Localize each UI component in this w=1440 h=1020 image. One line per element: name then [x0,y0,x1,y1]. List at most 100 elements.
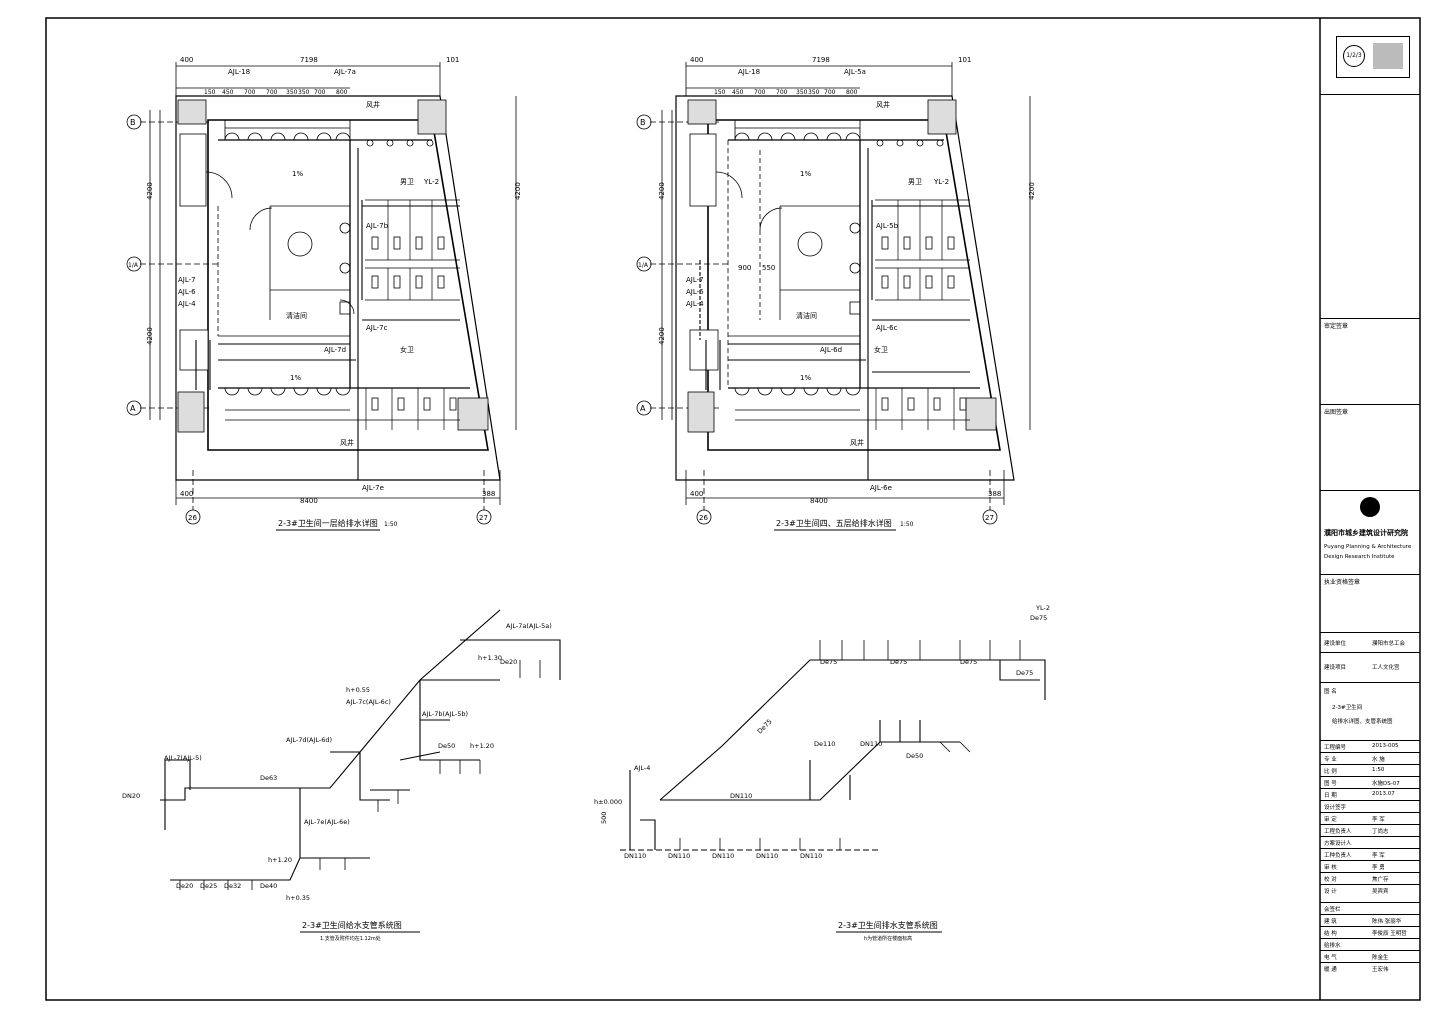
pipe-label: AJL-7a(AJL-5a) [506,622,552,630]
label-shaft-top: 风井 [366,100,380,109]
sub-dim: 700 [824,89,836,96]
pipe-size: De32 [224,882,241,890]
pipe-size: DN20 [122,792,140,800]
sub-dim: 700 [754,89,766,96]
pipe-size: De75 [756,718,774,736]
sub-dim: 350 [298,89,310,96]
info-val: 2013.07 [1372,791,1395,797]
coop-key: 电 气 [1324,955,1337,961]
institute-logo-icon [1360,497,1380,517]
drain-text: YL-2 De75 De75 De75 De75 De75 De75 DN110… [594,604,1050,860]
coop-key: 结 构 [1324,931,1337,937]
sign-row: 审 核李 勇 [1320,860,1420,872]
info-row: 日 期 2013.07 [1320,788,1420,800]
reg-label: 出图签章 [1324,409,1349,416]
sign-key: 审 定 [1324,817,1337,823]
pipe-label: AJL-7 [686,276,704,284]
sign-val: 丁尚志 [1372,829,1389,835]
plan-2-scale: 1:50 [900,521,914,528]
sign-head: 设计签字 [1320,800,1420,812]
pipe-label: AJL-7(AJL-5) [164,754,202,762]
info-key: 工程编号 [1324,745,1347,751]
info-val: 2013-005 [1372,743,1399,749]
pipe-label: AJL-18 [228,68,250,76]
pipe-label: AJL-5b [876,222,899,230]
supply-text: AJL-7(AJL-5) AJL-7a(AJL-5a) AJL-7b(AJL-5… [122,622,552,902]
info-row: 专 业水 施 [1320,752,1420,764]
sheet-border [45,17,1421,1001]
coop-row: 暖 通王宏伟 [1320,962,1420,974]
pipe-label: AJL-7d(AJL-6d) [286,736,332,744]
axis-27: 27 [479,514,488,522]
logo-icon: 1/2/3 [1343,45,1365,67]
sign-key: 方案设计人 [1324,841,1352,847]
pipe-size: DN110 [668,852,690,860]
mark-101: 101 [958,56,971,64]
info-key: 图 号 [1324,781,1337,787]
label-shaft-top: 风井 [876,100,890,109]
sub-dim: 700 [244,89,256,96]
info-key: 专 业 [1324,757,1337,763]
pipe-label: AJL-7c(AJL-6c) [346,698,391,706]
sub-dim: 700 [266,89,278,96]
label-slope: 1% [800,170,811,178]
sub-dim: 450 [222,89,234,96]
pipe-label: YL-2 [933,178,949,186]
pipe-size: De75 [820,658,837,666]
info-row: 工程编号 2013-005 [1320,740,1420,752]
institute-en-1: Puyang Planning & Architecture [1324,544,1412,550]
label-shaft-bottom: 风井 [850,438,864,447]
coop-val: 陈金生 [1372,955,1389,961]
sign-key: 工程负责人 [1324,829,1352,835]
info-val: 水施DS-07 [1372,781,1400,787]
coop-key: 暖 通 [1324,967,1337,973]
approval-label: 审定签章 [1324,323,1349,330]
pipe-label: AJL-18 [738,68,760,76]
client-key: 建设单位 [1324,641,1347,647]
label-slope-2: 1% [290,374,301,382]
dim-500: 500 [600,812,608,824]
info-key: 日 期 [1324,793,1337,799]
label-shaft-bottom: 风井 [340,438,354,447]
dim-4200-lower: 4200 [658,327,666,345]
label-cleaning: 清洁间 [286,311,307,320]
elevation-label: h+0.55 [346,686,370,694]
pipe-size: DN110 [624,852,646,860]
sign-key: 工种负责人 [1324,853,1352,859]
plan-2-text: 7198 400 101 8400 400 388 B 1/A A 26 27 … [638,56,1036,522]
dim-550: 550 [762,264,775,272]
pipe-label: AJL-7 [178,276,196,284]
coop-val: 陈伟 张丽华 [1372,919,1402,925]
sub-dim: 700 [314,89,326,96]
plan-1-title: 2-3#卫生间一层给排水详图 [278,518,378,528]
coop-key: 建 筑 [1324,919,1337,925]
elevation-label: h+1.20 [470,742,494,750]
axis-b: B [640,118,646,127]
cert-label: 执业资格签章 [1324,579,1361,586]
sign-row: 校 对焦广存 [1320,872,1420,884]
dim-total-bottom: 8400 [810,497,828,505]
pipe-label: AJL-7e(AJL-6e) [304,818,350,826]
pipe-size: De50 [438,742,455,750]
coop-head-label: 会签栏 [1324,907,1341,913]
info-val: 水 施 [1372,757,1385,763]
elevation-label: h±0.000 [594,798,622,806]
dim-4200-right: 4200 [514,182,522,200]
pipe-label: AJL-4 [634,764,650,772]
coop-key: 给排水 [1324,943,1341,949]
approval-cell: 审定签章 [1320,318,1420,404]
dim-right: 388 [482,490,495,498]
sign-val: 李 军 [1372,853,1385,859]
pipe-size: De40 [260,882,277,890]
axis-1-a: 1/A [638,262,649,269]
sign-val: 焦广存 [1372,877,1389,883]
institute-name: 濮阳市城乡建筑设计研究院 [1324,529,1408,537]
sign-val: 李 勇 [1372,865,1385,871]
axis-a: A [640,404,646,413]
plan-1 [126,62,517,525]
drawing-name-row: 图 名 2-3#卫生间 给排水详图、支管系统图 [1320,682,1420,740]
sub-dim: 150 [714,89,726,96]
sign-row: 工程负责人 丁尚志 [1320,824,1420,836]
pipe-size: DN110 [730,792,752,800]
